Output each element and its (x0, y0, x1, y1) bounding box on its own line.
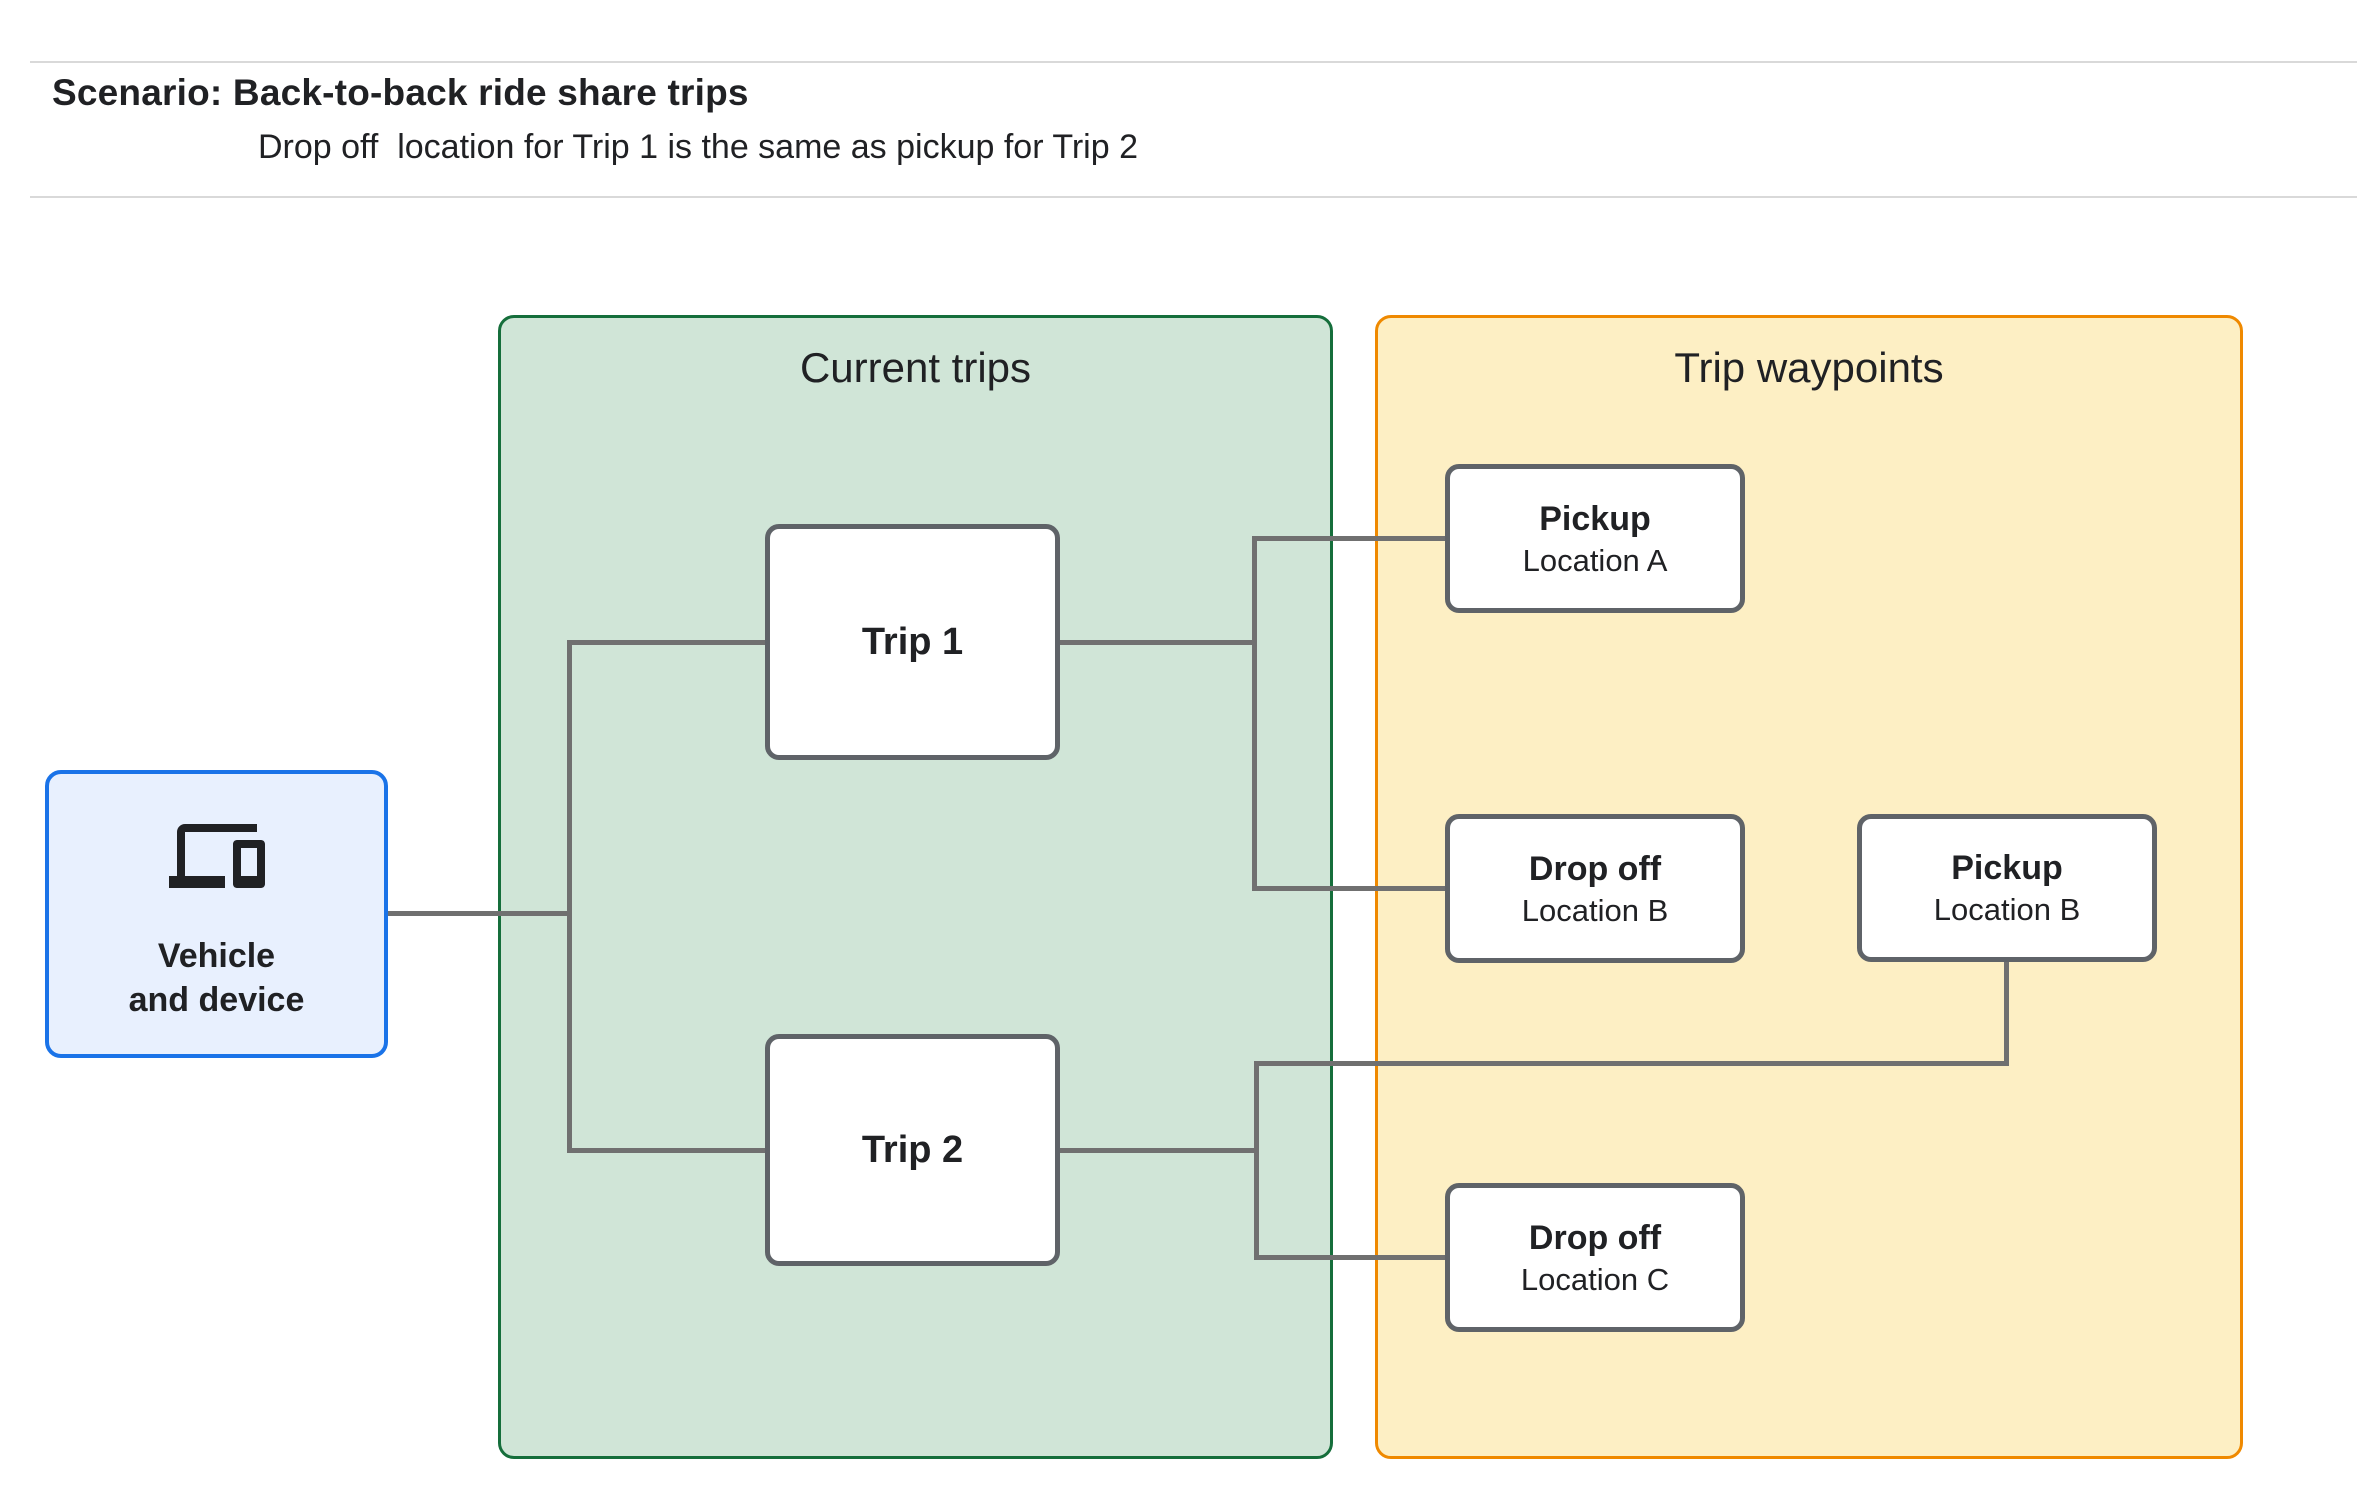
trip2-node: Trip 2 (765, 1034, 1060, 1266)
current-trips-title: Current trips (799, 344, 1032, 391)
header-divider (30, 196, 2357, 198)
dropoff-b-label: Drop off (1528, 849, 1662, 888)
dropoff-c-label: Drop off (1528, 1218, 1662, 1257)
vehicle-label-line1: Vehicle (157, 937, 276, 975)
connector-junction-to-trip2 (567, 1148, 765, 1153)
dropoff-b-sublabel: Location B (1521, 892, 1669, 928)
page-subtitle: Drop off location for Trip 1 is the same… (258, 128, 1138, 166)
dropoff-c-node: Drop off Location C (1445, 1183, 1745, 1332)
vehicle-label: Vehicle and device (49, 934, 384, 1022)
dropoff-c-sublabel: Location C (1520, 1261, 1670, 1297)
pickup-a-node: Pickup Location A (1445, 464, 1745, 613)
pickup-b-label: Pickup (1951, 849, 2063, 887)
pickup-b-node: Pickup Location B (1857, 814, 2157, 962)
connector-junction-trip2-vertical (1254, 1061, 1259, 1260)
pickup-b-sublabel: Location B (1933, 892, 2081, 927)
connector-junction-vehicle-vertical (567, 640, 572, 1153)
dropoff-b-node: Drop off Location B (1445, 814, 1745, 963)
trip1-label: Trip 1 (861, 620, 964, 663)
connector-trip2-to-junction (1060, 1148, 1254, 1153)
trip2-label: Trip 2 (861, 1128, 964, 1171)
connector-trip2-to-pickup-b-horizontal (1254, 1061, 2007, 1066)
connector-junction-to-trip1 (567, 640, 765, 645)
pickup-a-label: Pickup (1539, 499, 1651, 538)
vehicle-node: Vehicle and device (45, 770, 388, 1058)
top-divider (30, 61, 2357, 63)
connector-pickup-b-drop (2004, 960, 2009, 1066)
current-trips-group: Current trips (498, 315, 1333, 1459)
page-title: Scenario: Back-to-back ride share trips (52, 72, 749, 113)
connector-trip2-to-dropoff-c (1254, 1255, 1445, 1260)
trip1-node: Trip 1 (765, 524, 1060, 760)
vehicle-label-line2: and device (128, 981, 305, 1019)
connector-vehicle-to-junction (388, 911, 567, 916)
pickup-a-sublabel: Location A (1522, 542, 1668, 578)
trip-waypoints-title: Trip waypoints (1674, 344, 1944, 391)
connector-trip1-to-pickup-a (1252, 536, 1445, 541)
devices-icon (168, 824, 265, 888)
connector-trip1-to-dropoff-b (1252, 886, 1445, 891)
connector-junction-trip1-vertical (1252, 536, 1257, 891)
connector-trip1-to-junction (1060, 640, 1252, 645)
